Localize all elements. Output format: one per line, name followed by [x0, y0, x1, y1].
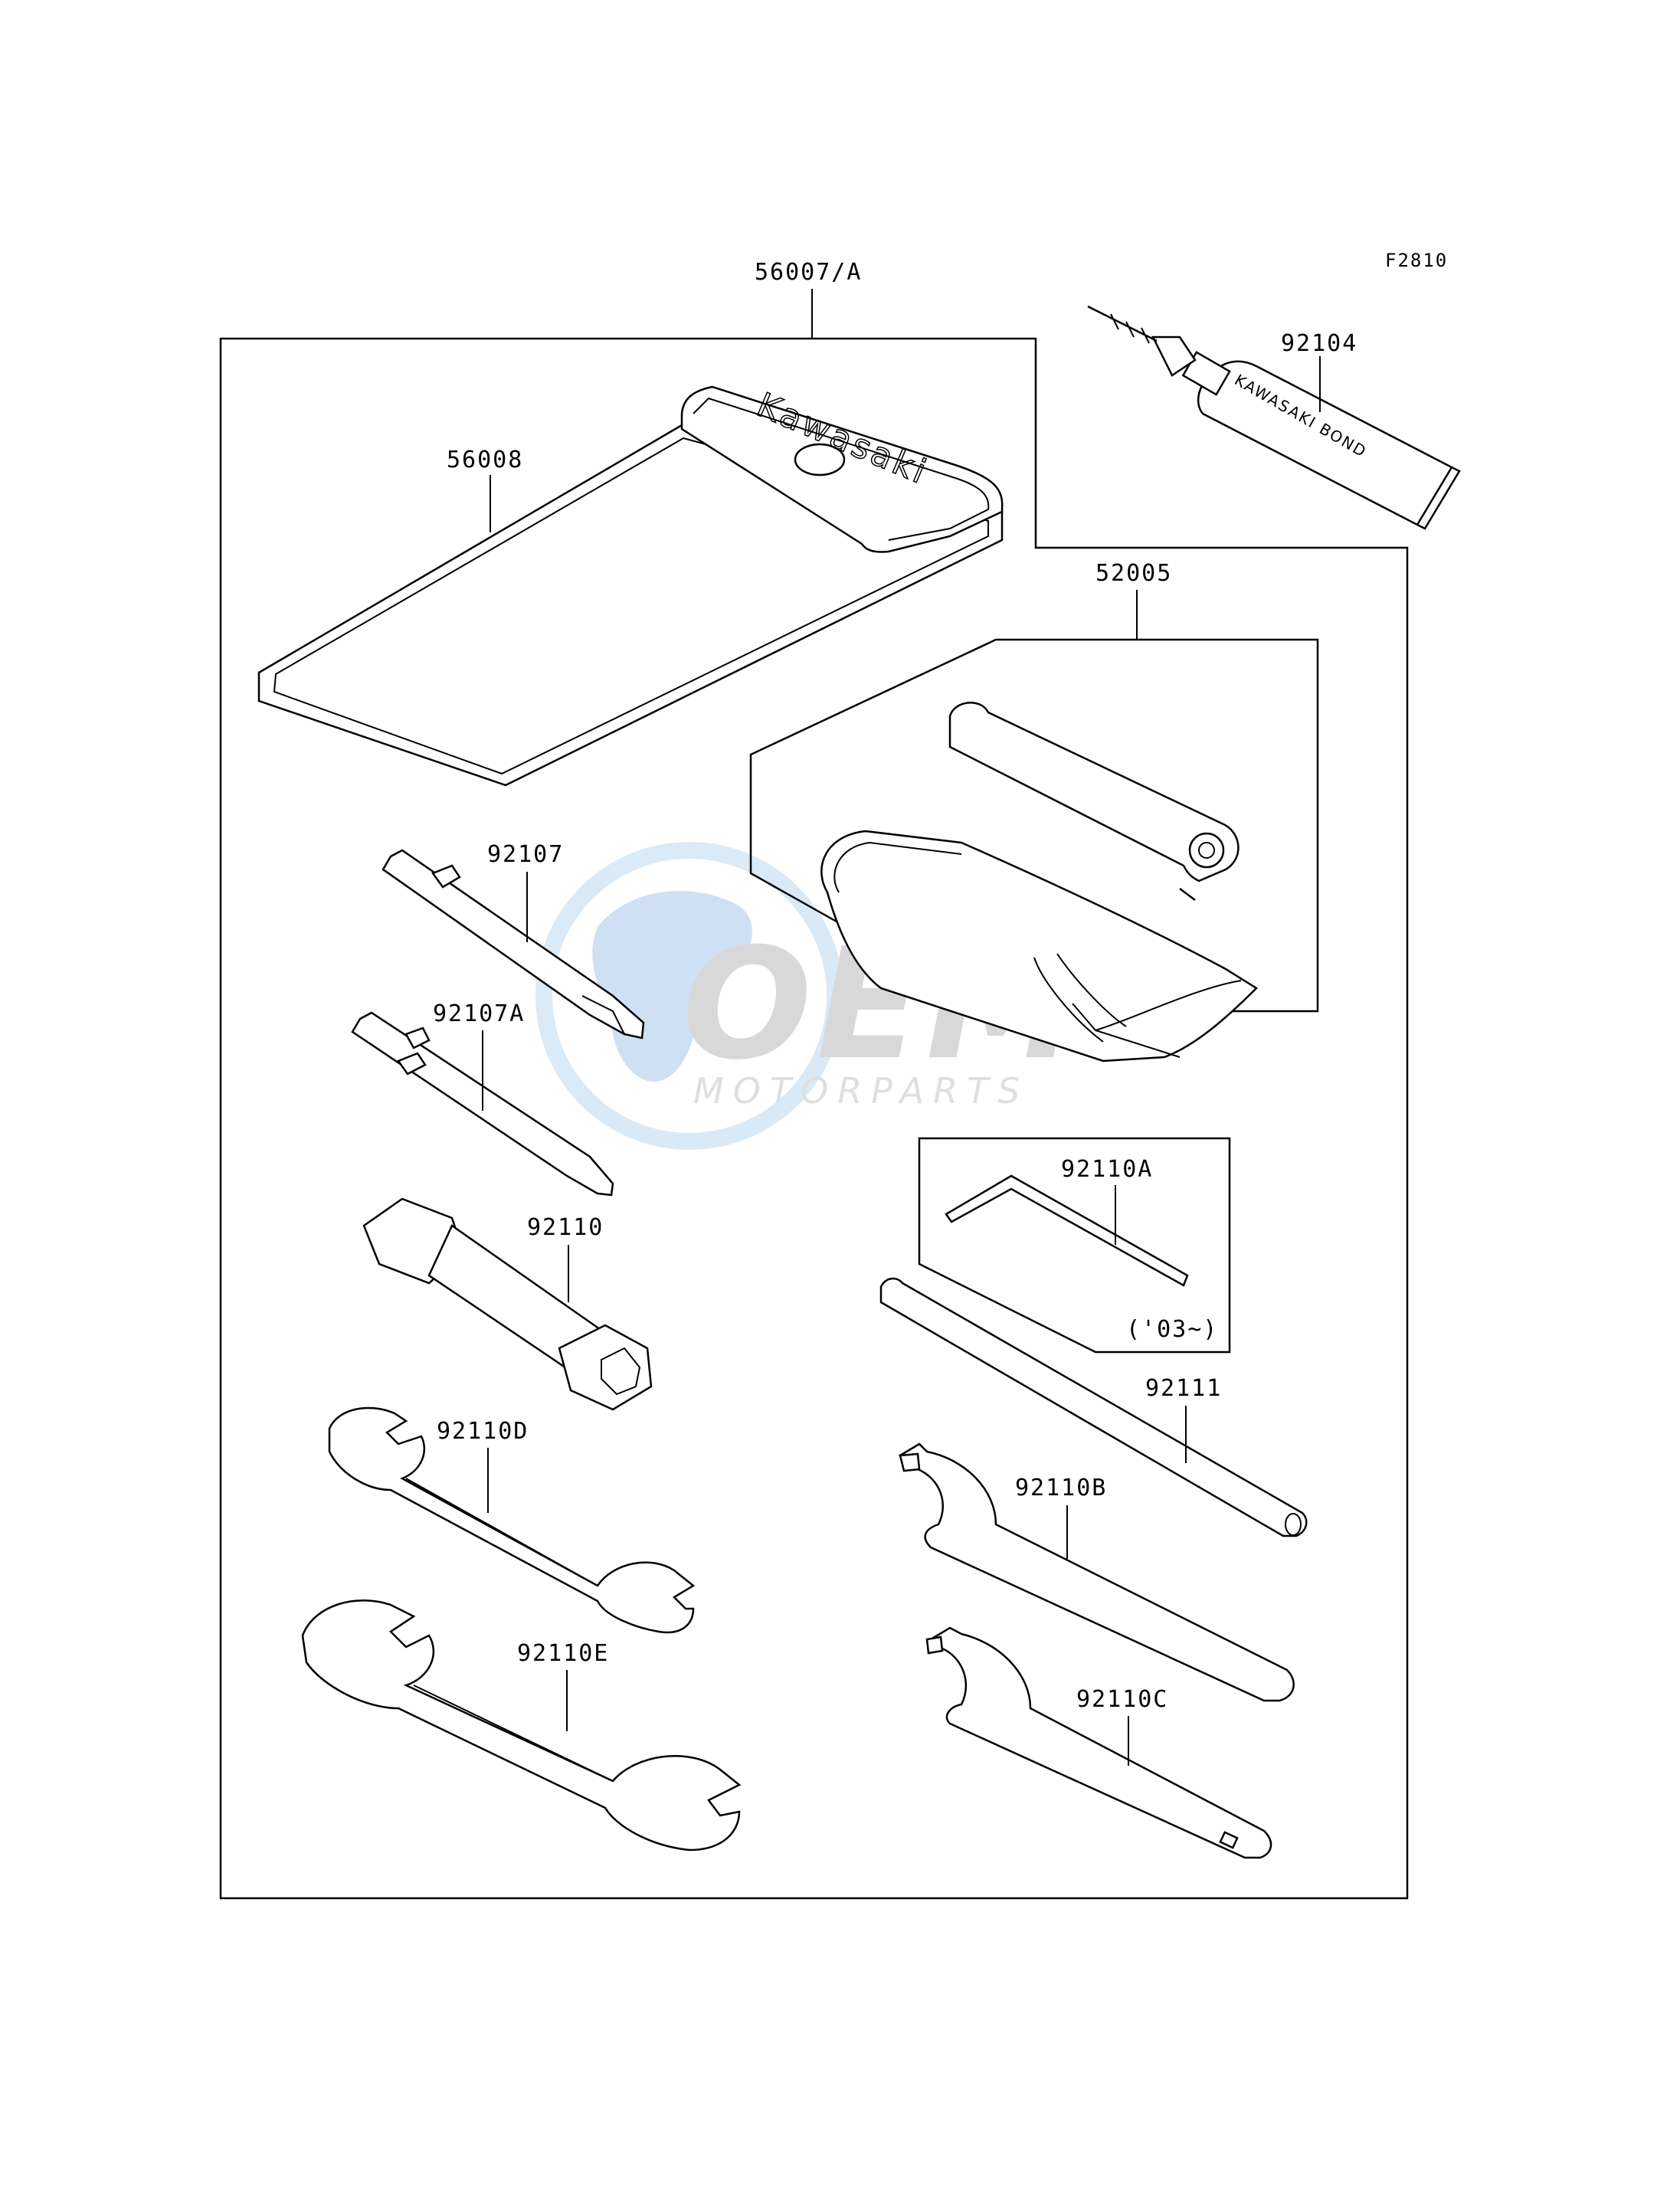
part-label-screwdriver: 92107	[487, 841, 564, 868]
hook-wrench-b-icon	[898, 1442, 1295, 1702]
plug-wrench-icon	[362, 1197, 653, 1411]
part-label-tire-gauge: 52005	[1095, 560, 1172, 587]
part-label-plug-wrench: 92110	[527, 1214, 604, 1241]
part-label-pouch: 56008	[447, 447, 523, 473]
part-label-bar: 92111	[1145, 1375, 1222, 1402]
spanner-d-icon	[328, 1406, 696, 1634]
tire-gauge-icon	[948, 702, 1240, 901]
watermark-globe-icon	[535, 842, 843, 1150]
part-label-hook-wrench-b: 92110B	[1015, 1475, 1107, 1501]
part-label-hook-wrench-c: 92110C	[1076, 1686, 1168, 1713]
tool-bag-icon	[820, 830, 1258, 1062]
hex-wrench-frame	[918, 1137, 1231, 1354]
part-label-spanner-e: 92110E	[517, 1640, 609, 1667]
kit-frame	[219, 337, 1409, 1900]
part-label-spanner-d: 92110D	[437, 1418, 529, 1445]
part-label-screwdriver-a: 92107A	[433, 1000, 525, 1027]
part-label-hex-wrench-note: ('03~)	[1126, 1316, 1218, 1343]
bar-icon	[879, 1277, 1308, 1537]
hook-wrench-c-icon	[925, 1626, 1272, 1859]
pouch-icon: Kawasaki	[257, 385, 1004, 787]
screwdriver-icon	[382, 849, 645, 1040]
hex-wrench-icon	[945, 1174, 1189, 1287]
spanner-e-icon	[301, 1599, 742, 1852]
part-label-kit: 56007/A	[755, 259, 862, 286]
part-label-hex-wrench: 92110A	[1061, 1156, 1153, 1183]
bond-tube-icon: KAWASAKI BOND	[1087, 305, 1461, 530]
watermark-sub-text: MOTORPARTS	[693, 1070, 1029, 1112]
figure-code: F2810	[1385, 250, 1448, 271]
part-label-bond: 92104	[1281, 330, 1357, 357]
